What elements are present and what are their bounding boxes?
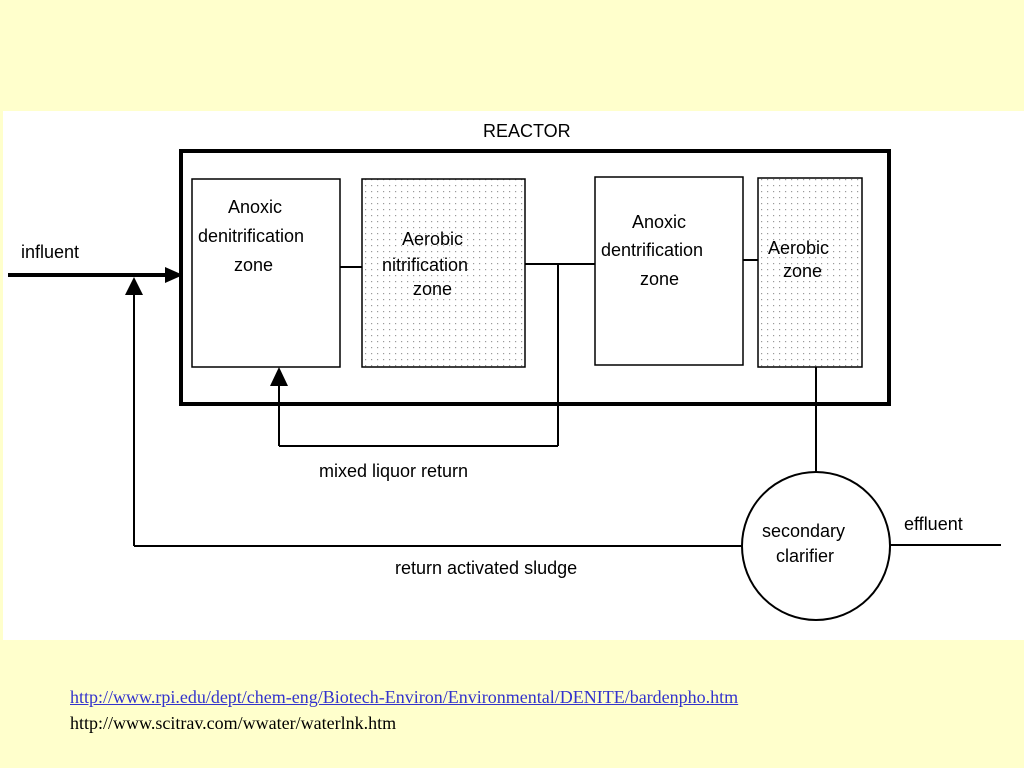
zone-box-anoxic-2 bbox=[594, 176, 744, 366]
mlr-arrowhead bbox=[270, 367, 288, 386]
zone-box-anoxic-1 bbox=[191, 178, 341, 368]
reactor-title: REACTOR bbox=[483, 121, 571, 141]
diagram-panel: REACTOR Anoxic denitrification zone Aero… bbox=[3, 111, 1024, 640]
influent-label: influent bbox=[21, 242, 79, 262]
process-flow-diagram: REACTOR Anoxic denitrification zone Aero… bbox=[8, 121, 1001, 621]
effluent-label: effluent bbox=[904, 514, 963, 534]
zone-1-line-2: denitrification bbox=[198, 226, 304, 246]
mixed-liquor-return-label: mixed liquor return bbox=[319, 461, 468, 481]
influent-arrowhead bbox=[165, 267, 183, 283]
zone-1-line-1: Anoxic bbox=[228, 197, 282, 217]
zone-2-line-2: nitrification bbox=[382, 255, 468, 275]
zone-box-aerobic-1 bbox=[361, 178, 526, 368]
reference-links: http://www.rpi.edu/dept/chem-eng/Biotech… bbox=[70, 684, 1010, 736]
clarifier-line-2: clarifier bbox=[776, 546, 834, 566]
ras-arrowhead bbox=[125, 277, 143, 295]
zone-4-line-2: zone bbox=[783, 261, 822, 281]
scitrav-reference-text: http://www.scitrav.com/wwater/waterlnk.h… bbox=[70, 713, 397, 733]
clarifier-line-1: secondary bbox=[762, 521, 845, 541]
zone-2-line-3: zone bbox=[413, 279, 452, 299]
reactor-outline bbox=[179, 149, 891, 406]
zone-2-line-1: Aerobic bbox=[402, 229, 463, 249]
zone-4-line-1: Aerobic bbox=[768, 238, 829, 258]
zone-3-line-2: dentrification bbox=[601, 240, 703, 260]
return-activated-sludge-label: return activated sludge bbox=[395, 558, 577, 578]
zone-3-line-1: Anoxic bbox=[632, 212, 686, 232]
zone-box-aerobic-2 bbox=[757, 177, 863, 368]
zone-1-line-3: zone bbox=[234, 255, 273, 275]
zone-3-line-3: zone bbox=[640, 269, 679, 289]
rpi-reference-link[interactable]: http://www.rpi.edu/dept/chem-eng/Biotech… bbox=[70, 687, 739, 707]
